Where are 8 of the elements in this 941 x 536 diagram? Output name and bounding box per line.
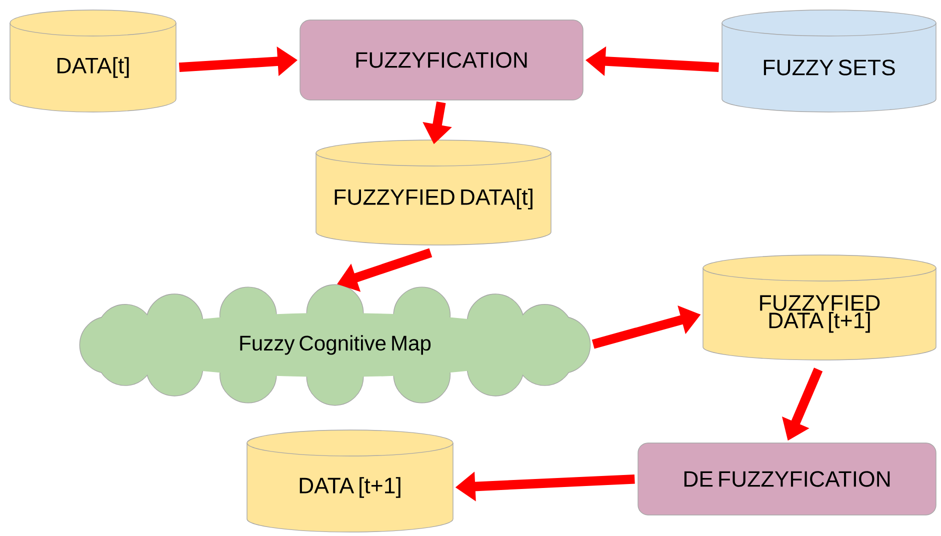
cylinder: DATA[t] <box>10 10 176 112</box>
process-box: FUZZYFICATION <box>300 20 584 100</box>
cylinder: FUZZYFIED DATA [t+1] <box>702 254 936 360</box>
cylinder: DATA [t+1] <box>246 430 454 532</box>
cylinder: FUZZY SETS <box>722 10 936 112</box>
process-box: DE FUZZYFICATION <box>638 442 936 516</box>
cloud: Fuzzy Cognitive Map <box>79 284 591 406</box>
cylinder: FUZZYFIED DATA[t] <box>316 140 552 246</box>
